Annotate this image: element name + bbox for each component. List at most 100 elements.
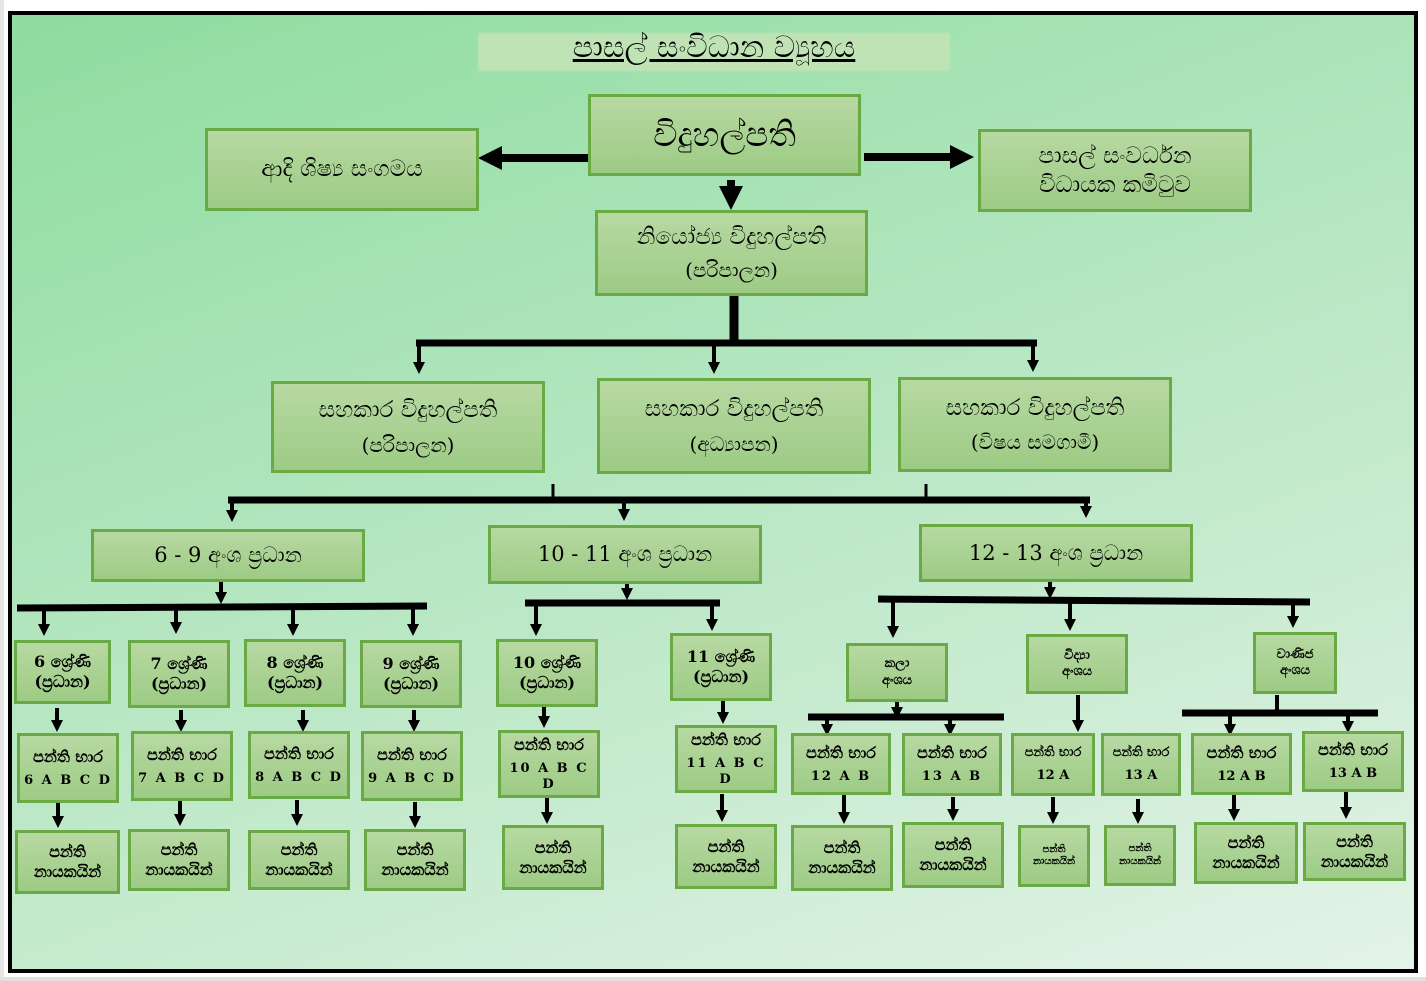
node-assistant-education[interactable]: සහකාර විදුහල්පති (අධ්‍යාපන) <box>597 378 871 474</box>
node-alumni-association[interactable]: ආදි ශිෂ්‍ය සංගමය <box>205 128 479 211</box>
node-principal[interactable]: විදුහල්පති <box>588 94 861 176</box>
node-subtitle: නායකයින් <box>808 858 876 877</box>
class-code: 11 A B C D <box>686 755 766 787</box>
node-title: 7 ශ්‍රේණි <box>150 654 208 673</box>
node-monitors-7[interactable]: පන්ති නායකයින් <box>128 829 230 891</box>
node-label: 12 - 13 අංශ ප්‍රධාන <box>968 540 1144 565</box>
node-subtitle: නායකයින් <box>381 860 449 879</box>
node-class-teacher-10[interactable]: පන්ති භාර 10 A B C D <box>498 730 600 798</box>
window-edge-bottom <box>0 977 1426 981</box>
node-deputy-principal[interactable]: නියෝජ්‍ය විදුහල්පති (පරිපාලන) <box>595 210 868 296</box>
class-code: 12 A <box>1036 767 1070 783</box>
node-title: පන්ති <box>1336 831 1373 851</box>
node-title: සහකාර විදුහල්පති <box>945 394 1125 421</box>
node-label: 10 - 11 අංශ ප්‍රධාන <box>537 542 713 567</box>
node-assistant-cocurricular[interactable]: සහකාර විදුහල්පති (විෂය සමගාමී) <box>898 377 1172 472</box>
node-subtitle: නායකයින් <box>1320 851 1389 871</box>
node-grade-head-11[interactable]: 11 ශ්‍රේණි (ප්‍රධාන) <box>670 633 772 701</box>
node-section-6-9[interactable]: 6 - 9 අංශ ප්‍රධාන <box>91 529 365 582</box>
node-subtitle: (ප්‍රධාන) <box>382 674 440 693</box>
node-monitors-science-13[interactable]: පන්ති නායකයින් <box>1104 825 1176 886</box>
node-title: පන්ති <box>49 842 86 861</box>
node-title: පන්ති භාර <box>806 742 876 762</box>
node-title: විද්‍යා <box>1064 647 1090 663</box>
node-subtitle: (විෂය සමගාමී) <box>970 430 1100 455</box>
node-title: 6 ශ්‍රේණි <box>33 652 91 671</box>
node-class-teacher-7[interactable]: පන්ති භාර 7 A B C D <box>131 731 233 801</box>
node-title: පන්ති <box>934 835 972 854</box>
node-title: පන්ති භාර <box>1024 745 1082 761</box>
node-grade-head-10[interactable]: 10 ශ්‍රේණි (ප්‍රධාන) <box>496 639 598 707</box>
node-stream-commerce[interactable]: වාණිජ අංශය <box>1253 632 1337 694</box>
node-subtitle: නායකයින් <box>33 862 102 881</box>
node-title: පන්ති <box>396 840 434 859</box>
node-monitors-arts-12[interactable]: පන්ති නායකයින් <box>791 825 893 891</box>
node-title: පන්ති භාර <box>917 743 987 763</box>
node-grade-head-6[interactable]: 6 ශ්‍රේණි (ප්‍රධාන) <box>14 640 111 704</box>
node-monitors-science-12[interactable]: පන්ති නායකයින් <box>1018 825 1090 887</box>
node-subtitle: නායකයින් <box>265 860 333 879</box>
node-title: සහකාර විදුහල්පති <box>318 397 498 424</box>
node-class-teacher-arts-12[interactable]: පන්ති භාර 12 A B <box>791 733 891 795</box>
node-class-teacher-science-12[interactable]: පන්ති භාර 12 A <box>1011 733 1095 796</box>
class-code: 12 A B <box>810 768 872 784</box>
class-code: 7 A B C D <box>138 770 226 786</box>
node-monitors-commerce-12[interactable]: පන්ති නායකයින් <box>1194 822 1298 884</box>
node-title: 10 ශ්‍රේණි <box>512 653 582 672</box>
node-title: පන්ති <box>707 836 745 856</box>
node-subtitle: නායකයින් <box>919 855 987 874</box>
node-class-teacher-science-13[interactable]: පන්ති භාර 13 A <box>1101 733 1181 796</box>
node-label: විදුහල්පති <box>653 114 796 155</box>
node-monitors-9[interactable]: පන්ති නායකයින් <box>364 829 466 891</box>
node-title: පන්ති භාර <box>377 744 447 764</box>
node-subtitle: නායකයින් <box>1118 855 1162 867</box>
node-class-teacher-commerce-12[interactable]: පන්ති භාර 12 A B <box>1191 733 1292 795</box>
class-code: 13 A B <box>921 769 983 785</box>
node-title: 8 ශ්‍රේණි <box>266 653 324 672</box>
node-grade-head-7[interactable]: 7 ශ්‍රේණි (ප්‍රධාන) <box>128 640 230 708</box>
node-title: පන්ති <box>1128 843 1152 854</box>
node-monitors-10[interactable]: පන්ති නායකයින් <box>502 825 604 890</box>
node-class-teacher-6[interactable]: පන්ති භාර 6 A B C D <box>17 733 119 803</box>
node-title: වාණිජ <box>1276 646 1314 662</box>
class-code: 8 A B C D <box>255 769 343 785</box>
node-monitors-commerce-13[interactable]: පන්ති නායකයින් <box>1303 822 1406 881</box>
node-class-teacher-8[interactable]: පන්ති භාර 8 A B C D <box>248 731 350 799</box>
window-edge <box>0 0 4 981</box>
node-label: විධායක කමිටුව <box>1039 171 1191 198</box>
node-class-teacher-arts-13[interactable]: පන්ති භාර 13 A B <box>902 733 1002 796</box>
node-subtitle: (ප්‍රධාන) <box>34 672 91 691</box>
class-code: 12 A B <box>1217 768 1266 784</box>
node-title: පන්ති <box>1042 843 1066 855</box>
node-stream-arts[interactable]: කලා අංශය <box>846 643 948 702</box>
node-title: නියෝජ්‍ය විදුහල්පති <box>636 224 827 251</box>
node-stream-science[interactable]: විද්‍යා අංශය <box>1026 634 1128 694</box>
node-subtitle: නායකයින් <box>145 860 213 879</box>
node-subtitle: (ප්‍රධාන) <box>266 673 324 692</box>
node-title: පන්ති <box>280 840 318 859</box>
node-grade-head-8[interactable]: 8 ශ්‍රේණි (ප්‍රධාන) <box>244 639 346 707</box>
node-class-teacher-9[interactable]: පන්ති භාර 9 A B C D <box>361 731 463 801</box>
node-section-12-13[interactable]: 12 - 13 අංශ ප්‍රධාන <box>919 524 1193 582</box>
node-title: පන්ති භාර <box>514 734 584 754</box>
node-monitors-8[interactable]: පන්ති නායකයින් <box>248 830 350 890</box>
node-class-teacher-commerce-13[interactable]: පන්ති භාර 13 A B <box>1302 731 1404 792</box>
node-title: කලා <box>884 656 910 672</box>
node-subtitle: නායකයින් <box>692 856 760 876</box>
node-subtitle: නායකයින් <box>1032 856 1076 867</box>
class-code: 13 A B <box>1328 766 1378 782</box>
node-subtitle: (පරිපාලන) <box>361 432 455 457</box>
node-section-10-11[interactable]: 10 - 11 අංශ ප්‍රධාන <box>488 525 762 584</box>
node-monitors-arts-13[interactable]: පන්ති නායකයින් <box>902 822 1004 888</box>
node-class-teacher-11[interactable]: පන්ති භාර 11 A B C D <box>675 725 777 793</box>
node-assistant-admin[interactable]: සහකාර විදුහල්පති (පරිපාලන) <box>271 381 545 473</box>
node-grade-head-9[interactable]: 9 ශ්‍රේණි (ප්‍රධාන) <box>360 640 462 708</box>
connector-s1-bar <box>16 602 428 612</box>
node-monitors-6[interactable]: පන්ති නායකයින් <box>15 830 120 894</box>
node-title: 11 ශ්‍රේණි <box>686 647 756 666</box>
node-monitors-11[interactable]: පන්ති නායකයින් <box>675 824 777 889</box>
node-label: 6 - 9 අංශ ප්‍රධාන <box>154 543 302 568</box>
node-sdc[interactable]: පාසල් සංවර්ධන විධායක කමිටුව <box>978 129 1252 212</box>
node-title: පන්ති <box>534 837 572 857</box>
